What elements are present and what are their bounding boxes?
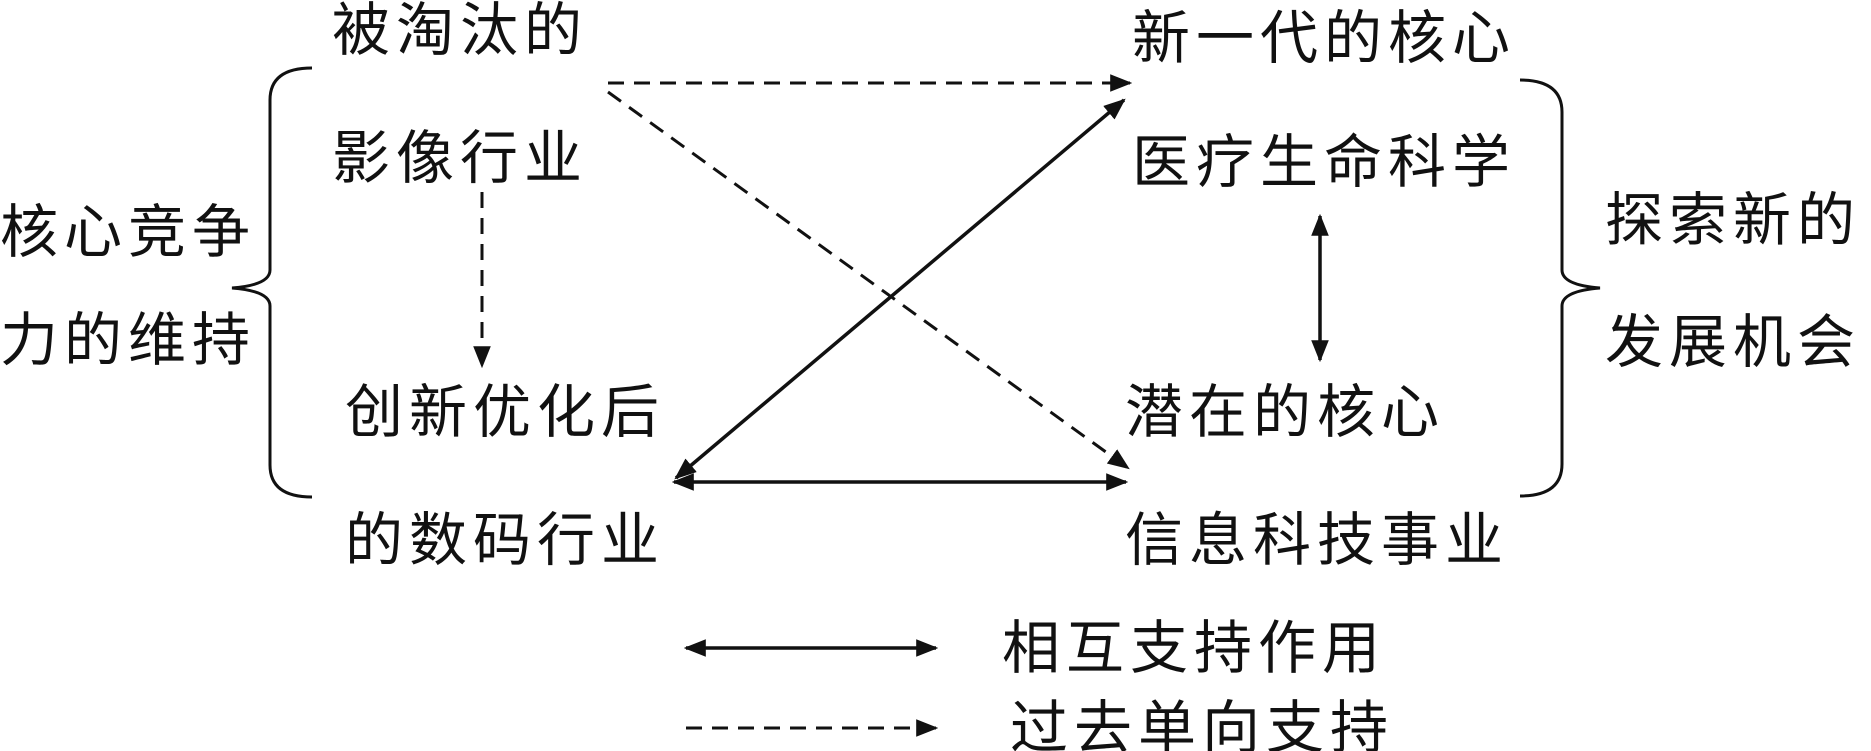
legend-dashed-label: 过去单向支持 — [1010, 694, 1394, 751]
left-group-label-line1: 核心竞争 — [0, 198, 256, 266]
right-group-label-line2: 发展机会 — [1605, 308, 1861, 376]
node-digital-line2: 的数码行业 — [345, 506, 665, 574]
node-it-line2: 信息科技事业 — [1125, 506, 1509, 574]
node-it-line1: 潜在的核心 — [1125, 378, 1445, 446]
node-imaging-line2: 影像行业 — [332, 124, 588, 192]
node-digital-line1: 创新优化后 — [345, 378, 665, 446]
node-medical-line1: 新一代的核心 — [1132, 4, 1516, 72]
legend-solid-label: 相互支持作用 — [1002, 614, 1386, 682]
solid-arrow-digital-medical — [674, 98, 1126, 480]
left-group-label-line2: 力的维持 — [0, 306, 256, 374]
node-imaging-line1: 被淘汰的 — [332, 0, 588, 64]
right-brace — [1519, 78, 1601, 498]
legend: 相互支持作用 过去单向支持 — [683, 614, 1394, 751]
left-brace — [231, 66, 313, 499]
node-medical-line2: 医疗生命科学 — [1132, 128, 1516, 196]
dashed-arrow-imaging-to-it — [607, 90, 1130, 470]
right-group-label-line1: 探索新的 — [1605, 186, 1861, 254]
